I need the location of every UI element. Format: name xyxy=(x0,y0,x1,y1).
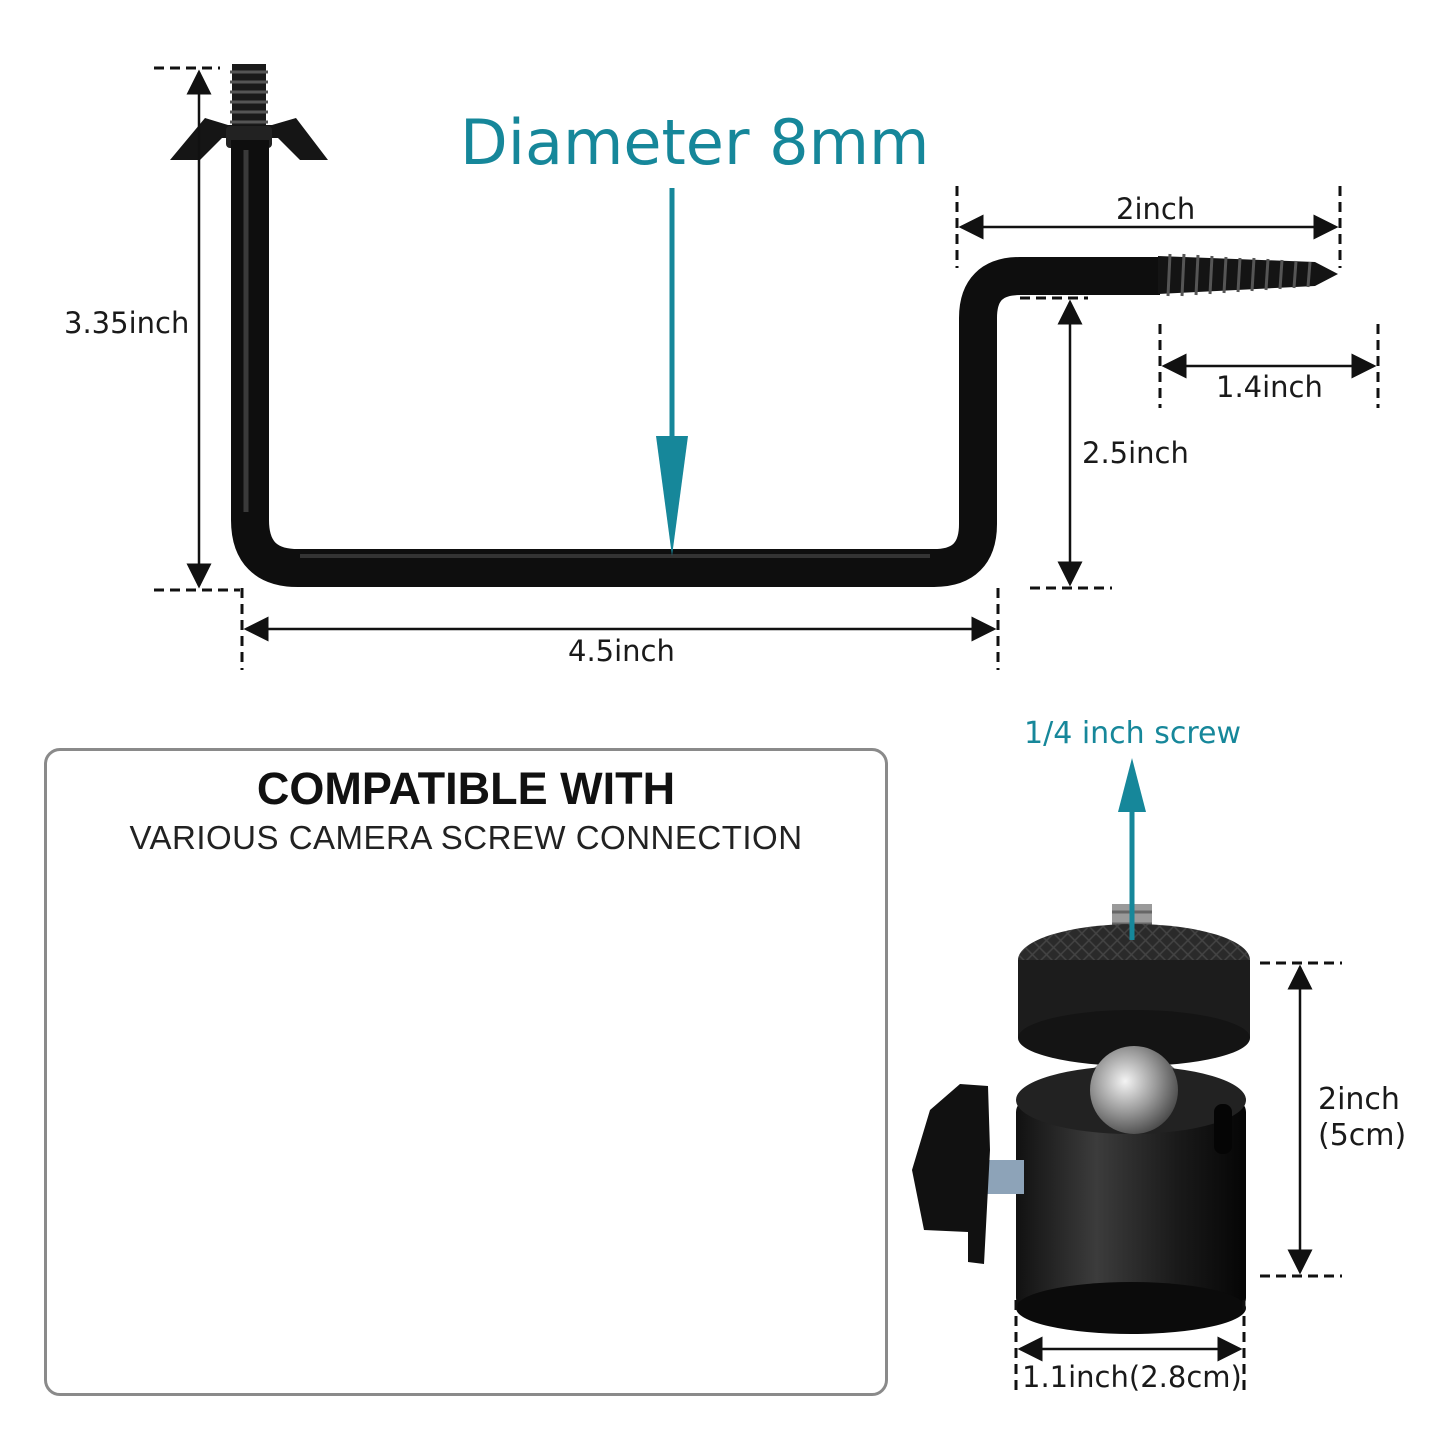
hook-image xyxy=(154,64,1380,670)
screw-label: 1/4 inch screw xyxy=(1024,716,1242,751)
ballhead-height-label: 2inch (5cm) xyxy=(1318,1082,1406,1154)
wood-screw xyxy=(1158,253,1338,297)
ballhead-height-line1: 2inch xyxy=(1318,1082,1400,1117)
hook-thread-tip xyxy=(230,64,268,128)
ballhead-height-line2: (5cm) xyxy=(1318,1118,1407,1153)
compatibility-subheading: VARIOUS CAMERA SCREW CONNECTION xyxy=(129,819,803,856)
ballhead-large xyxy=(912,758,1342,1390)
dimension-drop-label: 2.5inch xyxy=(1082,436,1189,470)
dimension-height-label: 3.35inch xyxy=(64,306,190,340)
ballhead-width-label: 1.1inch(2.8cm) xyxy=(1022,1360,1242,1394)
compatibility-panel: COMPATIBLE WITH VARIOUS CAMERA SCREW CON… xyxy=(44,748,888,1396)
hook-rod xyxy=(231,140,1160,587)
dimension-screw-label: 1.4inch xyxy=(1216,370,1323,404)
dimension-top-arm-label: 2inch xyxy=(1116,192,1196,226)
diameter-label: Diameter 8mm xyxy=(460,106,930,179)
dimension-width-label: 4.5inch xyxy=(568,634,675,668)
compatibility-heading: COMPATIBLE WITH xyxy=(256,763,676,814)
